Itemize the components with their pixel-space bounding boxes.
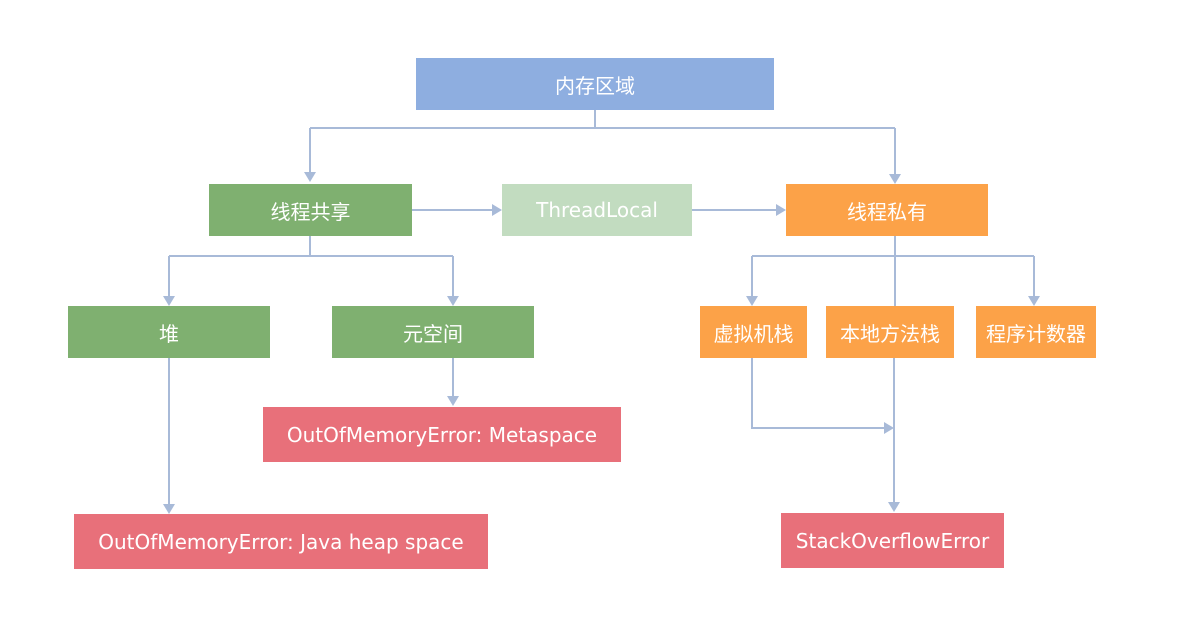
node-program-counter: 程序计数器 [976, 306, 1096, 358]
arrowhead-metaspace [447, 296, 459, 306]
node-stack-overflow-error: StackOverflowError [781, 513, 1004, 568]
node-heap: 堆 [68, 306, 270, 358]
node-memory-area: 内存区域 [416, 58, 774, 110]
arrowhead-heap [163, 296, 175, 306]
node-metaspace: 元空间 [332, 306, 534, 358]
node-metaspace-error: OutOfMemoryError: Metaspace [263, 407, 621, 462]
arrowhead-vmstack [746, 296, 758, 306]
arrowhead-threadlocal [492, 204, 502, 216]
node-native-method-stack: 本地方法栈 [826, 306, 954, 358]
node-thread-private: 线程私有 [786, 184, 988, 236]
edge-shared-split [169, 236, 453, 257]
arrowhead-pc [1028, 296, 1040, 306]
node-thread-shared: 线程共享 [209, 184, 412, 236]
arrowhead-merge [884, 422, 894, 434]
edge-root-split [310, 110, 895, 129]
arrowhead-shared [304, 172, 316, 182]
arrowhead-private [889, 174, 901, 184]
edge-vmstack-merge [751, 358, 884, 429]
node-vm-stack: 虚拟机栈 [700, 306, 807, 358]
arrowhead-stack-error [888, 502, 900, 512]
arrowhead-private-in [776, 204, 786, 216]
arrowhead-heap-error [163, 504, 175, 514]
arrowhead-meta-error [447, 396, 459, 406]
node-heap-space-error: OutOfMemoryError: Java heap space [74, 514, 488, 569]
node-threadlocal: ThreadLocal [502, 184, 692, 236]
